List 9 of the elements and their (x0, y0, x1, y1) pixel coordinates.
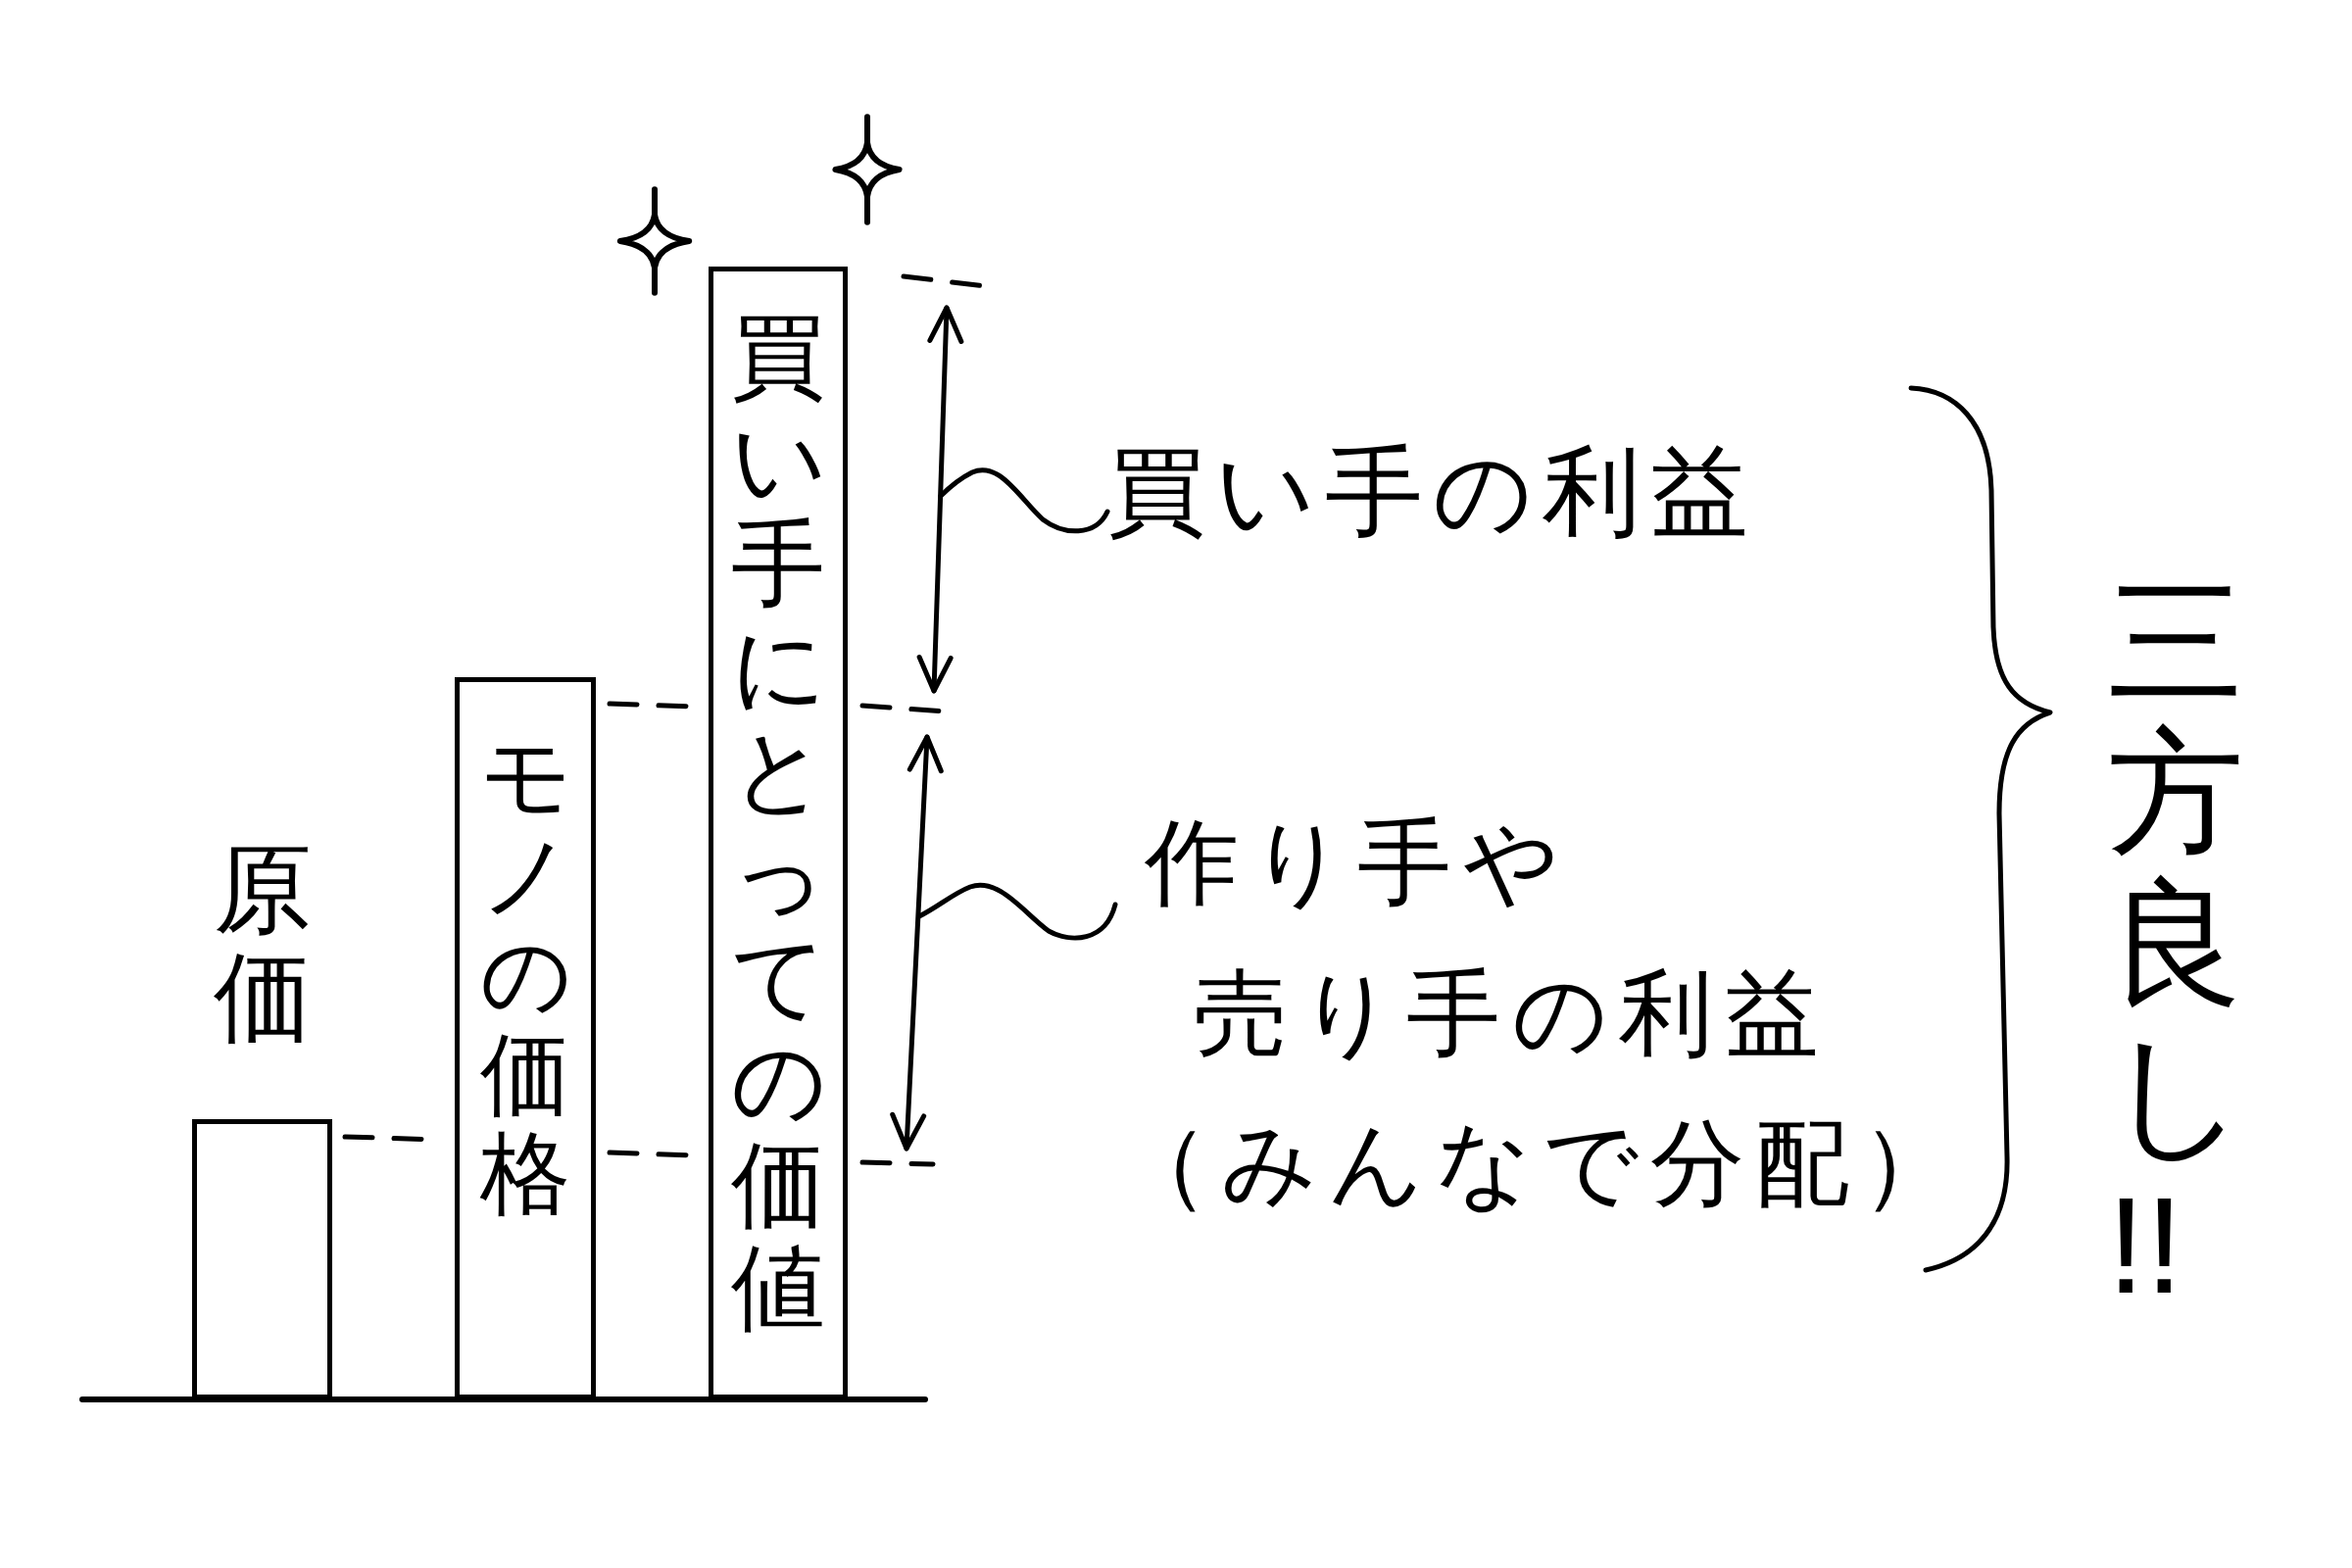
slogan-text: 三方良し!! (2107, 566, 2244, 1321)
annotation-text: 作り手や売り手の利益 (1144, 808, 1832, 1067)
bar (455, 677, 596, 1399)
bar-label: 買い手にとっての価値 (731, 305, 825, 1340)
bar (709, 267, 848, 1399)
annotation-text: 買い手の利益 (1107, 435, 1759, 548)
bar-label: 原価 (213, 835, 312, 1051)
annotation-text: （みんなで分配） (1115, 1109, 1968, 1218)
bar-label: モノの価格 (480, 727, 570, 1223)
